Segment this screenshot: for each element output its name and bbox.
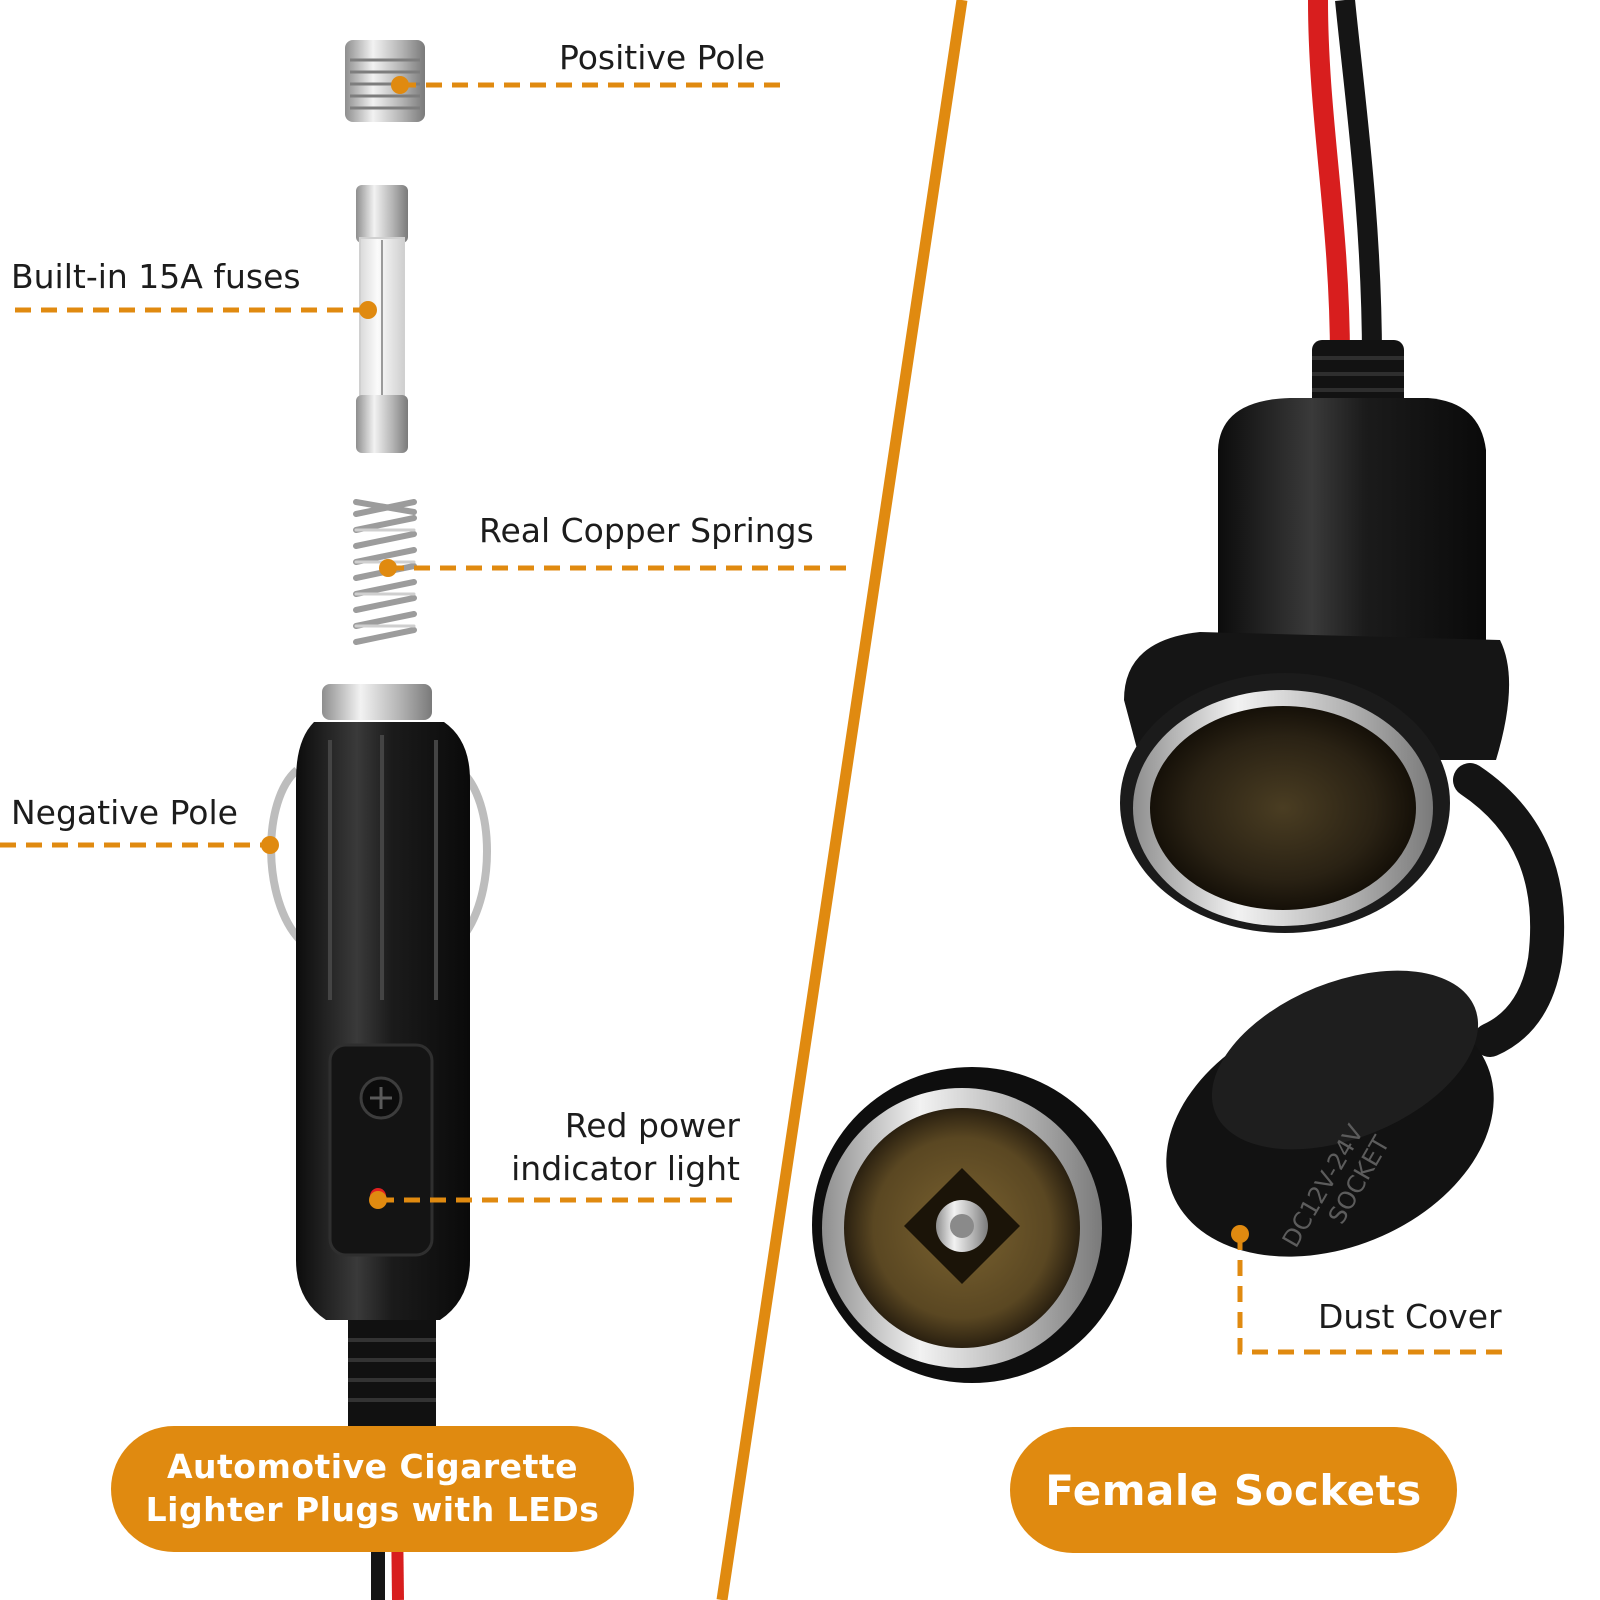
plug-badge: Automotive Cigarette Lighter Plugs with … (111, 1426, 634, 1552)
indicator-label-line2: indicator light (511, 1148, 740, 1188)
plug-badge-line2: Lighter Plugs with LEDs (145, 1490, 600, 1529)
callout-leader-dust (1237, 1234, 1512, 1355)
callout-dots-left (261, 76, 409, 1209)
dust-cover-label: Dust Cover (1318, 1297, 1502, 1336)
indicator-light-label: Red power indicator light (480, 1105, 740, 1191)
socket-face-icon (812, 1067, 1132, 1383)
socket-badge-label: Female Sockets (1045, 1465, 1422, 1515)
female-socket-icon (1120, 340, 1565, 1057)
dust-cover-icon: DC12V-24V SOCKET (1166, 970, 1494, 1257)
socket-badge: Female Sockets (1010, 1427, 1457, 1553)
socket-cables (1308, 0, 1382, 361)
fuses-label: Built-in 15A fuses (11, 257, 301, 296)
male-plug-icon (267, 684, 491, 1600)
positive-pole-label: Positive Pole (559, 38, 766, 77)
indicator-label-line1: Red power (564, 1106, 740, 1145)
callout-leaders-left (0, 82, 848, 1203)
callout-dot-dust (1231, 1225, 1249, 1243)
divider-line (716, 0, 968, 1600)
negative-pole-label: Negative Pole (11, 793, 238, 832)
fuse-cap-icon (345, 40, 425, 122)
springs-label: Real Copper Springs (479, 511, 814, 550)
plug-badge-line1: Automotive Cigarette (166, 1447, 578, 1487)
glass-fuse-icon (356, 185, 408, 453)
